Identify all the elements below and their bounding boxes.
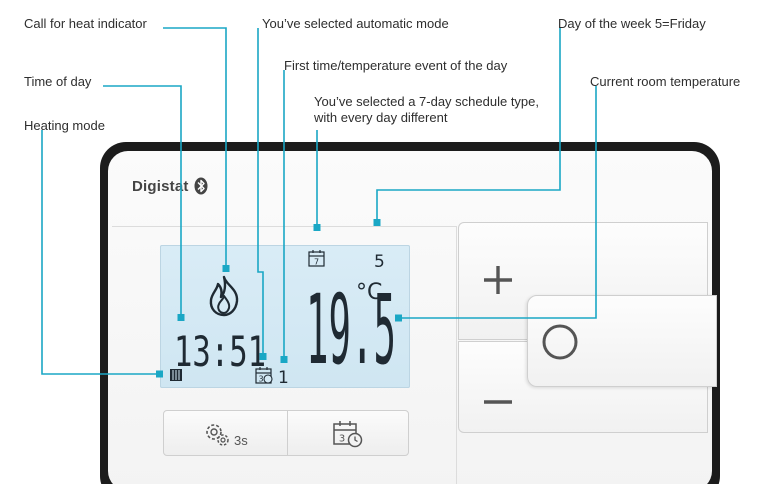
callout-first-event: First time/temperature event of the day bbox=[284, 58, 508, 73]
event-number: 1 bbox=[278, 368, 289, 388]
callout-current-temp: Current room temperature bbox=[590, 74, 741, 89]
schedule-icon-day: 3 bbox=[339, 434, 345, 445]
gears-icon bbox=[206, 424, 229, 446]
brand-logo: Digistat bbox=[132, 178, 189, 195]
calendar-7-day-icon: 7 bbox=[308, 250, 325, 267]
plus-icon bbox=[484, 266, 512, 294]
time-of-day: 13:51 bbox=[174, 327, 266, 376]
radiator-icon bbox=[170, 369, 182, 381]
calendar-day-number: 7 bbox=[314, 258, 319, 267]
temperature-unit: °C bbox=[356, 280, 382, 305]
callout-heat-indicator: Call for heat indicator bbox=[24, 16, 147, 31]
callout-schedule-type: You’ve selected a 7-day schedule type, w… bbox=[314, 94, 540, 125]
schedule-button[interactable]: 3 bbox=[287, 411, 408, 455]
lcd-segments: 7 5 13:51 19.5 °C 3 1 bbox=[170, 250, 396, 388]
circle-ok-icon bbox=[542, 324, 578, 360]
bluetooth-icon bbox=[194, 177, 208, 195]
day-of-week-number: 5 bbox=[374, 252, 385, 272]
automatic-mode-icon: 3 bbox=[255, 367, 273, 384]
button-panel-divider bbox=[456, 226, 457, 484]
minus-icon bbox=[484, 400, 512, 404]
callout-time-of-day: Time of day bbox=[24, 74, 92, 89]
auto-icon-day: 3 bbox=[258, 375, 263, 384]
callout-automatic-mode: You’ve selected automatic mode bbox=[262, 16, 449, 31]
face-divider bbox=[112, 226, 456, 227]
hold-duration-label: 3s bbox=[234, 433, 248, 448]
callout-heating-mode: Heating mode bbox=[24, 118, 105, 133]
lcd-display bbox=[160, 245, 410, 388]
room-temperature: 19.5 bbox=[306, 274, 396, 386]
callout-day-of-week: Day of the week 5=Friday bbox=[558, 16, 706, 31]
flame-icon bbox=[209, 275, 239, 317]
bottom-button-group bbox=[163, 410, 409, 456]
schedule-calendar-icon: 3 bbox=[333, 421, 363, 448]
settings-button[interactable]: 3s bbox=[164, 411, 286, 455]
